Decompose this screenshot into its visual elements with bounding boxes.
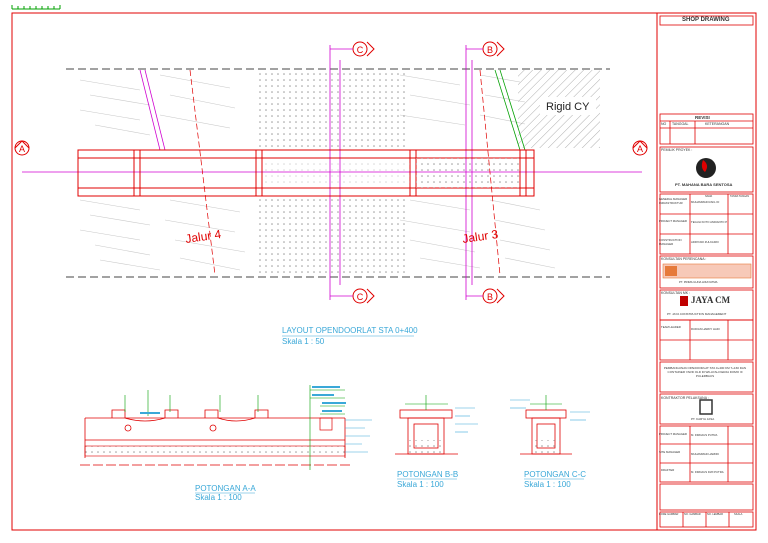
lane-label-4: Jalur 4 — [184, 227, 222, 246]
tb-header: SHOP DRAWING — [682, 17, 730, 23]
tb-jaya-logo: JAYA CM — [691, 295, 731, 305]
tb-gm-role: GENERAL MANAGER INFRASTRUKTUR — [659, 197, 688, 205]
tb-kontraktor: KONTRAKTOR PELAKSANA : — [661, 396, 709, 400]
tb-site-manager: SITE MANAGER — [659, 450, 681, 454]
tb-footer-skala: SKALA — [734, 513, 743, 516]
tb-konsultan-mk: KONSULTAN MK : — [661, 291, 691, 295]
svg-text:C: C — [357, 45, 364, 55]
section-marker-b-top: B — [466, 41, 505, 57]
tb-kontraktor-name: PT. KARYA JASA — [691, 417, 715, 421]
section-c-scale: Skala 1 : 100 — [524, 480, 571, 489]
svg-text:B: B — [487, 45, 493, 55]
scale-ticks — [11, 5, 61, 10]
svg-text:B: B — [487, 292, 493, 302]
rigid-cy-label: Rigid CY — [546, 101, 590, 113]
tb-drafter: DRAFTER — [661, 468, 675, 472]
section-marker-c-bottom: C — [330, 288, 375, 304]
tb-pm-role: PROJECT MANAGER — [659, 219, 687, 223]
tb-team-leader: TEAM LEADER — [661, 325, 681, 329]
kontraktor-logo-icon — [699, 399, 713, 415]
svg-text:A: A — [637, 144, 643, 154]
tb-perencana-name: PT. PRIMA GUNA HIKAYATMA — [679, 280, 718, 284]
section-marker-a-right: A — [632, 140, 648, 156]
tb-rev-no: NO — [661, 122, 667, 126]
section-b-b: POTONGAN B-B Skala 1 : 100 — [395, 395, 478, 489]
tb-nama-1: NAMA — [705, 195, 713, 198]
sheet-border — [11, 12, 757, 531]
section-b-scale: Skala 1 : 100 — [397, 480, 444, 489]
svg-text:A: A — [19, 144, 25, 154]
section-c-title: POTONGAN C-C — [524, 470, 586, 479]
tb-cm-name: ADRIYADI ZULKAIRO — [691, 240, 719, 244]
section-b-title: POTONGAN B-B — [397, 470, 458, 479]
tb-ktr-pm: PROJECT MANAGER — [659, 432, 687, 436]
section-marker-c-top: C — [330, 41, 375, 57]
tb-ktr-pm-name: M. FIRDAUS PUTRA — [691, 433, 718, 437]
tb-pm-name: TEGUH KOTO ANDIANTO P — [691, 220, 728, 224]
tb-footer-nolembar: NO. LEMBAR — [707, 513, 723, 516]
tb-tl-name: RUDIAN HARDY HADI — [691, 327, 720, 331]
section-c-c: POTONGAN C-C Skala 1 : 100 — [510, 395, 590, 489]
section-a-title: POTONGAN A-A — [195, 484, 256, 493]
layout-scale: Skala 1 : 50 — [282, 337, 325, 346]
tb-gm-name: MUHAMMAD RAFLI D — [691, 200, 720, 204]
tb-rev-keterangan: KETERANGAN — [705, 122, 730, 126]
tb-rev-tanggal: TANGGAL — [672, 122, 689, 126]
tb-company: PT. MAHANA BARA SENTOSA — [675, 182, 733, 187]
lane-label-3: Jalur 3 — [461, 227, 499, 246]
company-logo-icon — [696, 158, 716, 178]
section-a-scale: Skala 1 : 100 — [195, 493, 242, 502]
tb-ttd-1: TANDA TANGAN — [730, 195, 750, 198]
tb-revisi: REVISI — [695, 115, 710, 120]
svg-text:C: C — [357, 292, 364, 302]
layout-title: LAYOUT OPENDOORLAT STA 0+400 — [282, 326, 418, 335]
tb-drafter-name: M. FIRDAUS DWI PUTRA — [691, 470, 724, 474]
tb-pemilik: PEMILIK PROYEK : — [661, 148, 693, 152]
tb-footer-nogambar: NO. GAMBAR — [684, 513, 701, 516]
section-marker-a-left: A — [14, 140, 30, 156]
title-block-text: SHOP DRAWING REVISI NO TANGGAL KETERANGA… — [657, 12, 756, 530]
title-block — [659, 15, 754, 528]
plan-view: Rigid CY — [14, 41, 648, 346]
section-marker-b-bottom: B — [466, 288, 505, 304]
tb-konsultan-perencana: KONSULTAN PERENCANA : — [661, 257, 707, 261]
tb-sm-name: MUHAMMAD HARDIK — [691, 452, 720, 456]
tb-cm-role: CONSTRUCTION MANAGER — [659, 238, 682, 246]
tb-project-title: PEMBANGUNAN OPEDOORLAT STA 0+400 KM 7+16… — [663, 366, 747, 378]
section-a-a: POTONGAN A-A Skala 1 : 100 — [80, 385, 372, 502]
tb-jaya-full: PT. JAYA CONSTRUCTION MANAGEMENT — [667, 312, 727, 316]
tb-footer-kode: KODE GAMBAR — [659, 513, 679, 516]
